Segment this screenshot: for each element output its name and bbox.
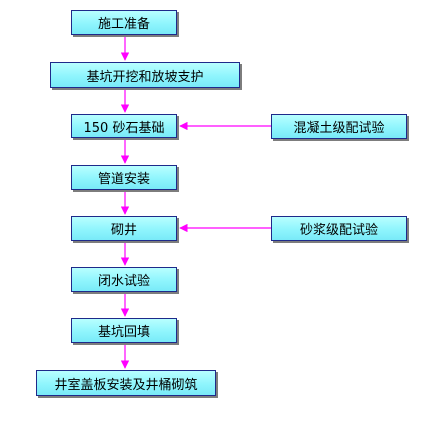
step-backfill: 基坑回填: [71, 318, 177, 343]
step-preparation-label: 施工准备: [97, 17, 150, 32]
step-pipe-install-label: 管道安装: [97, 172, 150, 187]
step-closed-water-test-label: 闭水试验: [97, 274, 150, 289]
step-well-masonry-label: 砌井: [110, 223, 137, 238]
step-backfill-label: 基坑回填: [97, 325, 150, 340]
step-excavation: 基坑开挖和放坡支护: [50, 62, 240, 88]
step-gravel-base: 150 砂石基础: [71, 114, 177, 138]
step-closed-water-test: 闭水试验: [71, 267, 177, 292]
step-pipe-install: 管道安装: [71, 165, 177, 190]
step-cover-install-label: 井室盖板安装及井桶砌筑: [54, 377, 198, 393]
step-preparation: 施工准备: [71, 10, 177, 35]
step-excavation-label: 基坑开挖和放坡支护: [86, 69, 204, 85]
step-cover-install: 井室盖板安装及井桶砌筑: [36, 370, 216, 396]
side-concrete-test: 混凝土级配试验: [271, 114, 407, 139]
side-mortar-test-label: 砂浆级配试验: [299, 223, 378, 238]
side-concrete-test-label: 混凝土级配试验: [293, 121, 385, 136]
side-mortar-test: 砂浆级配试验: [271, 216, 407, 241]
step-well-masonry: 砌井: [71, 216, 177, 241]
step-gravel-base-label: 150 砂石基础: [83, 120, 165, 136]
